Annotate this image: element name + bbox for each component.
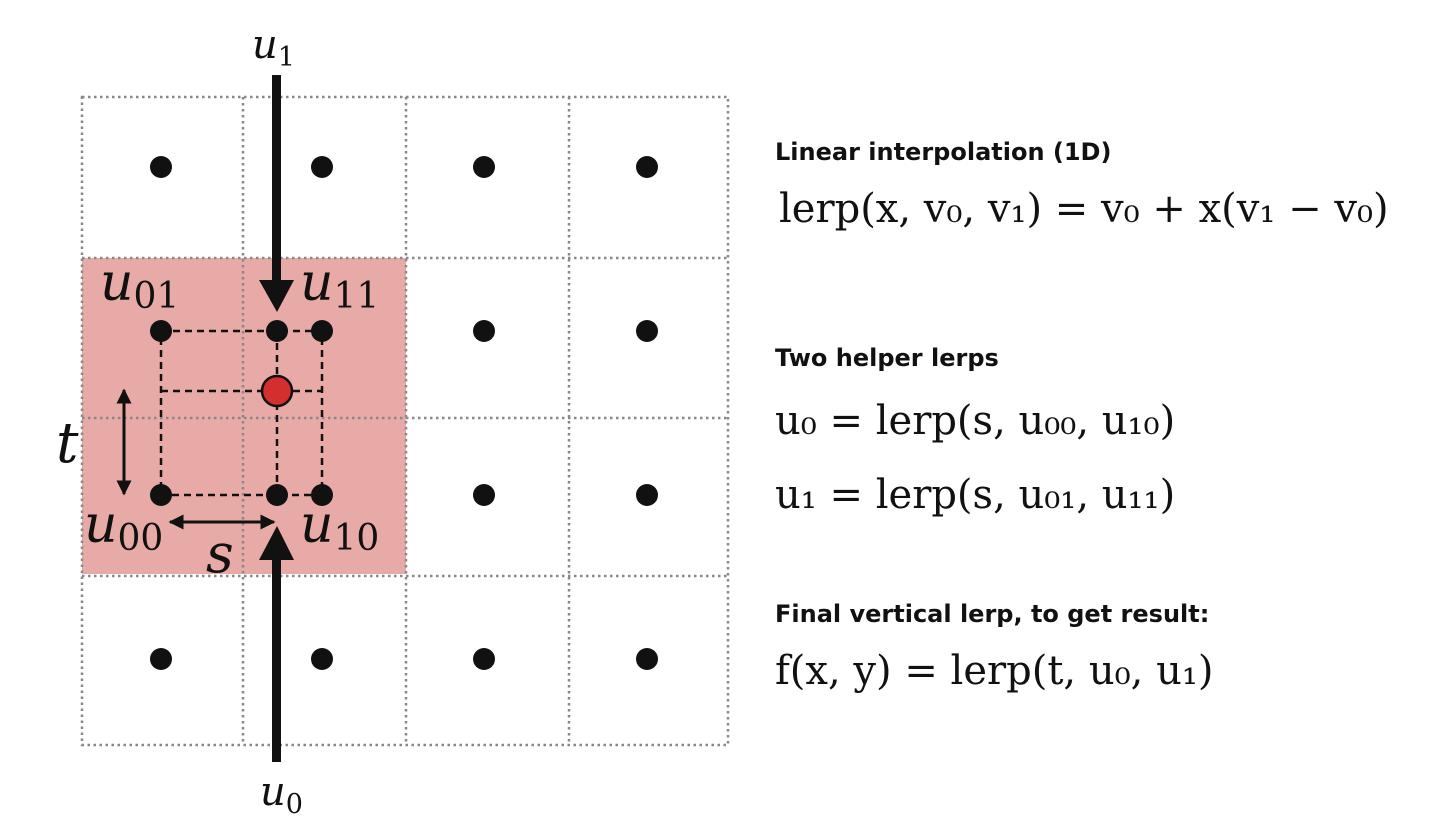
label-u0-bottom: u0	[260, 769, 303, 820]
dot	[473, 648, 495, 670]
label-u00: u00	[84, 495, 163, 559]
dot	[473, 484, 495, 506]
interpolation-lines	[159, 329, 324, 497]
heading-linear-interpolation: Linear interpolation (1D)	[775, 138, 1112, 166]
interpolated-point	[260, 374, 294, 408]
dot-u1-helper	[266, 320, 288, 342]
dot-u01	[150, 320, 172, 342]
dot	[311, 648, 333, 670]
dot	[636, 156, 658, 178]
label-t: t	[56, 411, 79, 476]
dot-u0-helper	[266, 484, 288, 506]
arrow-bottom	[259, 526, 294, 762]
interp-rect	[159, 329, 324, 497]
arrow-top	[259, 75, 294, 312]
dot	[473, 156, 495, 178]
label-u1-top: u1	[252, 22, 295, 73]
equation-lerp-definition: lerp(x, v₀, v₁) = v₀ + x(v₁ − v₀)	[779, 186, 1389, 232]
grid-border	[80, 95, 730, 747]
sample-dots	[150, 156, 658, 670]
label-u11: u11	[300, 253, 379, 317]
dot	[311, 156, 333, 178]
heading-helper-lerps: Two helper lerps	[775, 344, 999, 372]
dot	[636, 320, 658, 342]
dot	[150, 648, 172, 670]
equation-final: f(x, y) = lerp(t, u₀, u₁)	[775, 648, 1214, 694]
label-u01: u01	[100, 253, 179, 317]
dot	[636, 484, 658, 506]
dot-u00	[150, 484, 172, 506]
dot	[150, 156, 172, 178]
label-s: s	[206, 522, 234, 585]
dot	[473, 320, 495, 342]
dot-u10	[311, 484, 333, 506]
equation-u1: u₁ = lerp(s, u₀₁, u₁₁)	[775, 472, 1176, 518]
dot	[636, 648, 658, 670]
formula-panel: Linear interpolation (1D) lerp(x, v₀, v₁…	[775, 0, 1435, 832]
heading-final-lerp: Final vertical lerp, to get result:	[775, 600, 1210, 628]
equation-u0: u₀ = lerp(s, u₀₀, u₁₀)	[775, 398, 1176, 444]
label-u10: u10	[300, 495, 379, 559]
dot-u11	[311, 320, 333, 342]
grid	[80, 95, 730, 747]
